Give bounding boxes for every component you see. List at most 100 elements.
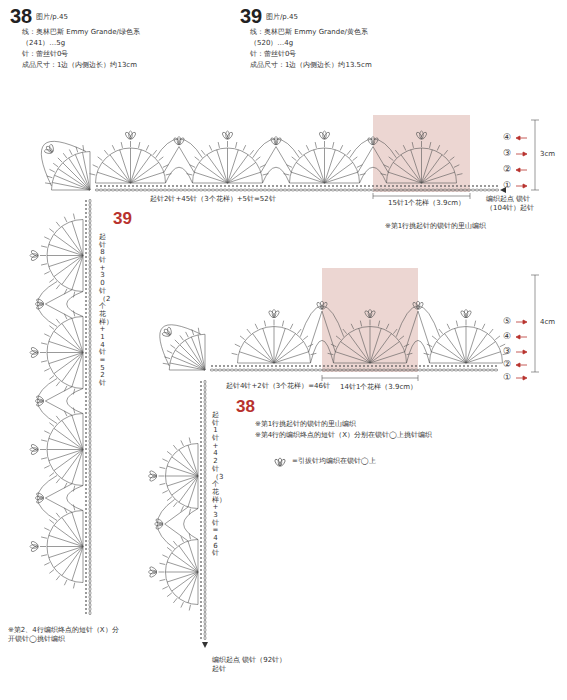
chain-stitch [342, 369, 346, 371]
treble-stitch [359, 328, 370, 363]
treble-stitch [72, 547, 83, 581]
single-crochet [200, 565, 202, 567]
single-crochet [156, 185, 158, 187]
single-crochet [200, 533, 202, 535]
single-crochet [85, 408, 87, 410]
chain-stitch [89, 375, 91, 379]
chain-stitch [204, 616, 206, 620]
fan-edge-stitch [378, 321, 379, 327]
single-crochet [85, 264, 87, 266]
treble-stitch [198, 476, 199, 509]
fan-edge-stitch [331, 344, 336, 347]
chain-stitch [275, 189, 279, 191]
chain-stitch [89, 315, 91, 319]
treble-stitch [274, 342, 304, 363]
fan-edge-stitch [232, 353, 238, 354]
annotation: 线：奥林巴斯 Emmy Grande/绿色系 [22, 28, 140, 37]
treble-stitch [49, 353, 83, 364]
chain-stitch [89, 587, 91, 591]
fan-edge-stitch [130, 141, 131, 147]
treble-stitch [188, 445, 198, 476]
fan-edge-stitch [347, 150, 351, 155]
chain-stitch [89, 495, 91, 499]
chain-stitch [419, 189, 423, 191]
chain-stitch [89, 427, 91, 431]
single-crochet [248, 185, 250, 187]
fan-edge-stitch [247, 329, 251, 334]
treble-stitch [47, 352, 83, 353]
fan-edge-stitch [274, 320, 275, 326]
single-crochet [85, 348, 87, 350]
fan-edge-stitch [290, 324, 293, 329]
chain-stitch [479, 189, 483, 191]
single-crochet [375, 365, 377, 367]
single-crochet [85, 532, 87, 534]
chain-stitch [204, 452, 206, 456]
annotation: （241）…5g [22, 39, 65, 48]
picot-leaf [320, 301, 324, 309]
single-crochet [339, 365, 341, 367]
treble-stitch [62, 450, 83, 479]
treble-stitch [83, 450, 84, 486]
fan-edge-stitch [444, 150, 448, 155]
single-crochet [200, 389, 202, 391]
fan-edge-stitch [49, 423, 54, 427]
single-crochet [484, 185, 486, 187]
single-crochet [396, 185, 398, 187]
chain-stitch [210, 369, 214, 371]
chain-stitch [89, 307, 91, 311]
single-crochet [85, 436, 87, 438]
row-number: ③ [503, 149, 511, 158]
single-crochet [471, 365, 473, 367]
chain-stitch [191, 189, 195, 191]
single-crochet [487, 365, 489, 367]
treble-stitch [62, 420, 83, 449]
chain-stitch [375, 189, 379, 191]
fan-arc [387, 148, 457, 183]
treble-stitch [47, 449, 83, 450]
single-crochet [85, 488, 87, 490]
chain-stitch [89, 319, 91, 323]
fan-edge-stitch [159, 563, 165, 564]
single-crochet [85, 284, 87, 286]
chain-stitch [463, 189, 467, 191]
chain-stitch [334, 369, 338, 371]
single-crochet [160, 185, 162, 187]
single-crochet [219, 365, 221, 367]
fan-edge-stitch [430, 142, 431, 148]
single-crochet [383, 365, 385, 367]
single-crochet [364, 185, 366, 187]
picot-leaf [36, 395, 45, 403]
chain-stitch [207, 189, 211, 191]
fan-edge-stitch [56, 319, 60, 324]
chain-stitch [471, 189, 475, 191]
chain-stitch [326, 369, 330, 371]
treble-stitch [194, 172, 227, 183]
fan-edge-stitch [41, 458, 47, 459]
picot-leaf [323, 131, 327, 139]
picot-leaf [149, 470, 158, 478]
single-crochet [404, 185, 406, 187]
treble-stitch [370, 328, 381, 363]
single-crochet [379, 365, 381, 367]
picot-leaf [49, 144, 54, 153]
chain-stitch [379, 189, 383, 191]
fan-edge-stitch [56, 575, 60, 580]
single-crochet [475, 365, 477, 367]
chain-stitch [123, 189, 127, 191]
treble-stitch [198, 335, 205, 370]
single-crochet [200, 453, 202, 455]
fan-edge-stitch [255, 324, 258, 329]
single-crochet [371, 365, 373, 367]
fan-edge-stitch [53, 163, 58, 167]
fan-edge-stitch [489, 329, 493, 334]
single-crochet [232, 185, 234, 187]
chain-stitch [343, 189, 347, 191]
single-crochet [85, 296, 87, 298]
chain-stitch [89, 287, 91, 291]
single-crochet [439, 365, 441, 367]
fan-edge-stitch [98, 157, 103, 161]
picot-leaf [369, 310, 377, 319]
treble-stitch [314, 150, 325, 183]
single-crochet [255, 365, 257, 367]
